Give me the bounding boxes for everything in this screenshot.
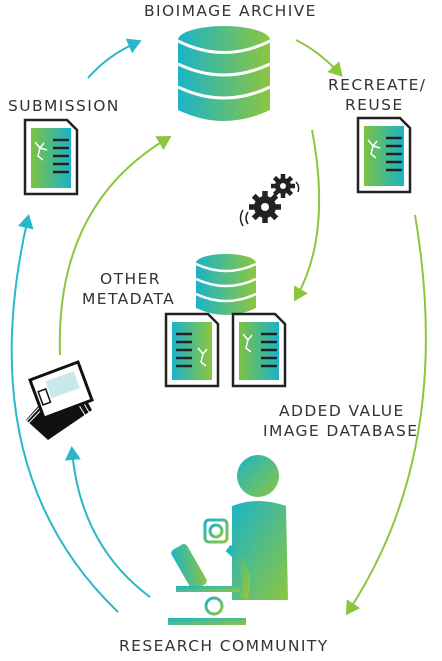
arrow-submission-to-archive	[87, 38, 142, 79]
arrow-community-to-journal	[64, 446, 151, 598]
label-recreate-reuse-2: REUSE	[345, 96, 404, 114]
gears-icon	[239, 174, 300, 227]
database-icon	[177, 26, 271, 121]
arrow-journal-to-archive	[58, 135, 172, 356]
label-added-value-2: IMAGE DATABASE	[263, 422, 419, 440]
arrow-archive-to-recreate	[295, 39, 343, 77]
arrow-community-to-submission	[10, 214, 119, 613]
label-recreate-reuse-1: RECREATE/	[328, 76, 427, 94]
scientist-microscope-icon	[168, 455, 288, 625]
arrow-recreate-to-community	[345, 214, 427, 616]
database-small-icon	[195, 254, 257, 315]
document-icon-recreate	[356, 116, 412, 194]
document-icon-metadata-right	[231, 312, 287, 388]
document-icon-submission	[23, 118, 79, 196]
document-icon-metadata-left	[164, 312, 220, 388]
label-added-value-1: ADDED VALUE	[279, 402, 405, 420]
label-research-community: RESEARCH COMMUNITY	[119, 637, 329, 655]
journal-icon	[21, 360, 94, 449]
label-bioimage-archive: BIOIMAGE ARCHIVE	[144, 2, 317, 20]
flow-arrows	[10, 38, 427, 616]
label-other-metadata-1: OTHER	[100, 270, 161, 288]
label-submission: SUBMISSION	[8, 97, 120, 115]
label-other-metadata-2: METADATA	[82, 290, 176, 308]
arrow-archive-to-added-value	[294, 129, 321, 302]
